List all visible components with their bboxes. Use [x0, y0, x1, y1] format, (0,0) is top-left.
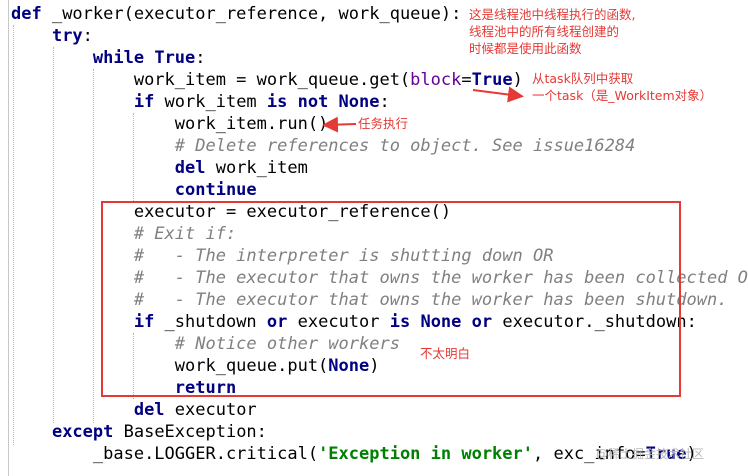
code-text: =: [461, 70, 472, 90]
code-text: :: [82, 26, 93, 46]
editor-gutter: [0, 0, 9, 476]
code-indent: [11, 92, 134, 112]
code-indent: [11, 26, 52, 46]
code-text: work_item: [154, 92, 267, 112]
indent-guide: [133, 113, 134, 201]
code-text: work_item: [205, 158, 308, 178]
code-text: :: [195, 48, 206, 68]
code-keyword: del: [174, 158, 206, 178]
code-keyword: True: [471, 70, 513, 90]
code-line[interactable]: work_item = work_queue.get(block=True): [11, 69, 748, 91]
thread-pool-note-line: 这是线程池中线程执行的函数,: [469, 7, 636, 22]
code-text: executor._shutdown:: [492, 312, 697, 332]
unclear-note: 不太明白: [420, 346, 471, 361]
get-task-note: 从task队列中获取 一个task（是_WorkItem对象）: [532, 70, 712, 104]
code-line[interactable]: # - The executor that owns the worker ha…: [11, 267, 748, 289]
code-indent: [11, 70, 134, 90]
code-line[interactable]: except BaseException:: [11, 421, 748, 443]
code-keyword: try: [51, 26, 83, 46]
code-line[interactable]: # - The interpreter is shutting down OR: [11, 245, 748, 267]
code-indent: [11, 444, 93, 464]
code-indent: [11, 158, 175, 178]
code-keyword: return: [174, 378, 237, 398]
code-comment: # - The interpreter is shutting down OR: [133, 246, 554, 266]
code-keyword: or: [266, 312, 288, 332]
code-text: _shutdown: [154, 312, 267, 332]
code-keyword: if: [133, 92, 155, 112]
code-line[interactable]: # Delete references to object. See issue…: [11, 135, 748, 157]
code-keyword: while: [92, 48, 145, 68]
indent-guide: [93, 69, 94, 423]
code-indent: [11, 114, 175, 134]
code-text: :: [379, 92, 390, 112]
code-keyword: True: [645, 444, 687, 464]
code-line[interactable]: executor = executor_reference(): [11, 201, 748, 223]
code-text: work_queue.put(: [174, 356, 329, 376]
code-text: , exc_info=: [533, 444, 646, 464]
code-text: _worker(executor_reference, work_queue):: [41, 4, 462, 24]
code-text: executor: [164, 400, 257, 420]
thread-pool-note: 这是线程池中线程执行的函数, 线程池中的所有线程创建的 时候都是使用此函数: [469, 6, 635, 57]
code-line[interactable]: if work_item is not None:: [11, 91, 748, 113]
code-text: ): [512, 70, 523, 90]
code-kwarg: block: [410, 70, 462, 90]
code-keyword: if: [133, 312, 155, 332]
code-line[interactable]: def _worker(executor_reference, work_que…: [11, 3, 748, 25]
code-line[interactable]: _base.LOGGER.critical('Exception in work…: [11, 443, 748, 465]
thread-pool-note-line: 线程池中的所有线程创建的: [469, 24, 620, 39]
code-text: ): [369, 356, 380, 376]
code-text: [144, 48, 154, 68]
code-indent: [11, 136, 175, 156]
code-indent: [11, 48, 93, 68]
code-text: work_item = work_queue.get(: [133, 70, 411, 90]
code-line[interactable]: return: [11, 377, 748, 399]
highlight-box: [101, 201, 681, 397]
code-comment: # - The executor that owns the worker ha…: [133, 268, 748, 288]
code-text: work_item.run(): [174, 114, 329, 134]
code-line[interactable]: # - The executor that owns the worker ha…: [11, 289, 748, 311]
code-line[interactable]: work_item.run(): [11, 113, 748, 135]
code-line[interactable]: del work_item: [11, 157, 748, 179]
code-keyword: True: [154, 48, 196, 68]
code-keyword: continue: [174, 180, 257, 200]
code-indent: [11, 422, 52, 442]
code-line[interactable]: # Notice other workers: [11, 333, 748, 355]
code-text: executor = executor_reference(): [133, 202, 452, 222]
code-comment: # - The executor that owns the worker ha…: [133, 290, 728, 310]
code-keyword: None: [328, 356, 370, 376]
code-line[interactable]: if _shutdown or executor is None or exec…: [11, 311, 748, 333]
indent-guide: [53, 47, 54, 423]
code-keyword: del: [133, 400, 165, 420]
get-task-note-line: 一个task（是_WorkItem对象）: [532, 88, 713, 103]
code-line[interactable]: # Exit if:: [11, 223, 748, 245]
code-comment: # Notice other workers: [174, 334, 400, 354]
code-keyword: is not None: [266, 92, 380, 112]
indent-guide: [133, 333, 134, 399]
code-indent: [11, 180, 175, 200]
code-keyword: is None or: [389, 312, 493, 332]
code-text: BaseException:: [113, 422, 267, 442]
code-comment: # Delete references to object. See issue…: [174, 136, 636, 156]
code-line[interactable]: try:: [11, 25, 748, 47]
code-line[interactable]: work_queue.put(None): [11, 355, 748, 377]
code-line[interactable]: continue: [11, 179, 748, 201]
code-comment: # Exit if:: [133, 224, 237, 244]
code-text: _base.LOGGER.critical(: [92, 444, 319, 464]
watermark: @稀土掘金技术社区: [596, 447, 705, 461]
code-editor[interactable]: def _worker(executor_reference, work_que…: [11, 3, 748, 465]
code-indent: [11, 400, 134, 420]
code-string: 'Exception in worker': [318, 444, 533, 464]
code-line[interactable]: del executor: [11, 399, 748, 421]
code-keyword: except: [51, 422, 114, 442]
code-text: ): [686, 444, 697, 464]
code-text: executor: [287, 312, 390, 332]
code-keyword: def: [11, 4, 42, 24]
indent-guide: [13, 25, 14, 445]
code-line[interactable]: while True:: [11, 47, 748, 69]
run-task-note: 任务执行: [358, 116, 409, 131]
get-task-note-line: 从task队列中获取: [532, 71, 634, 86]
thread-pool-note-line: 时候都是使用此函数: [469, 41, 582, 56]
